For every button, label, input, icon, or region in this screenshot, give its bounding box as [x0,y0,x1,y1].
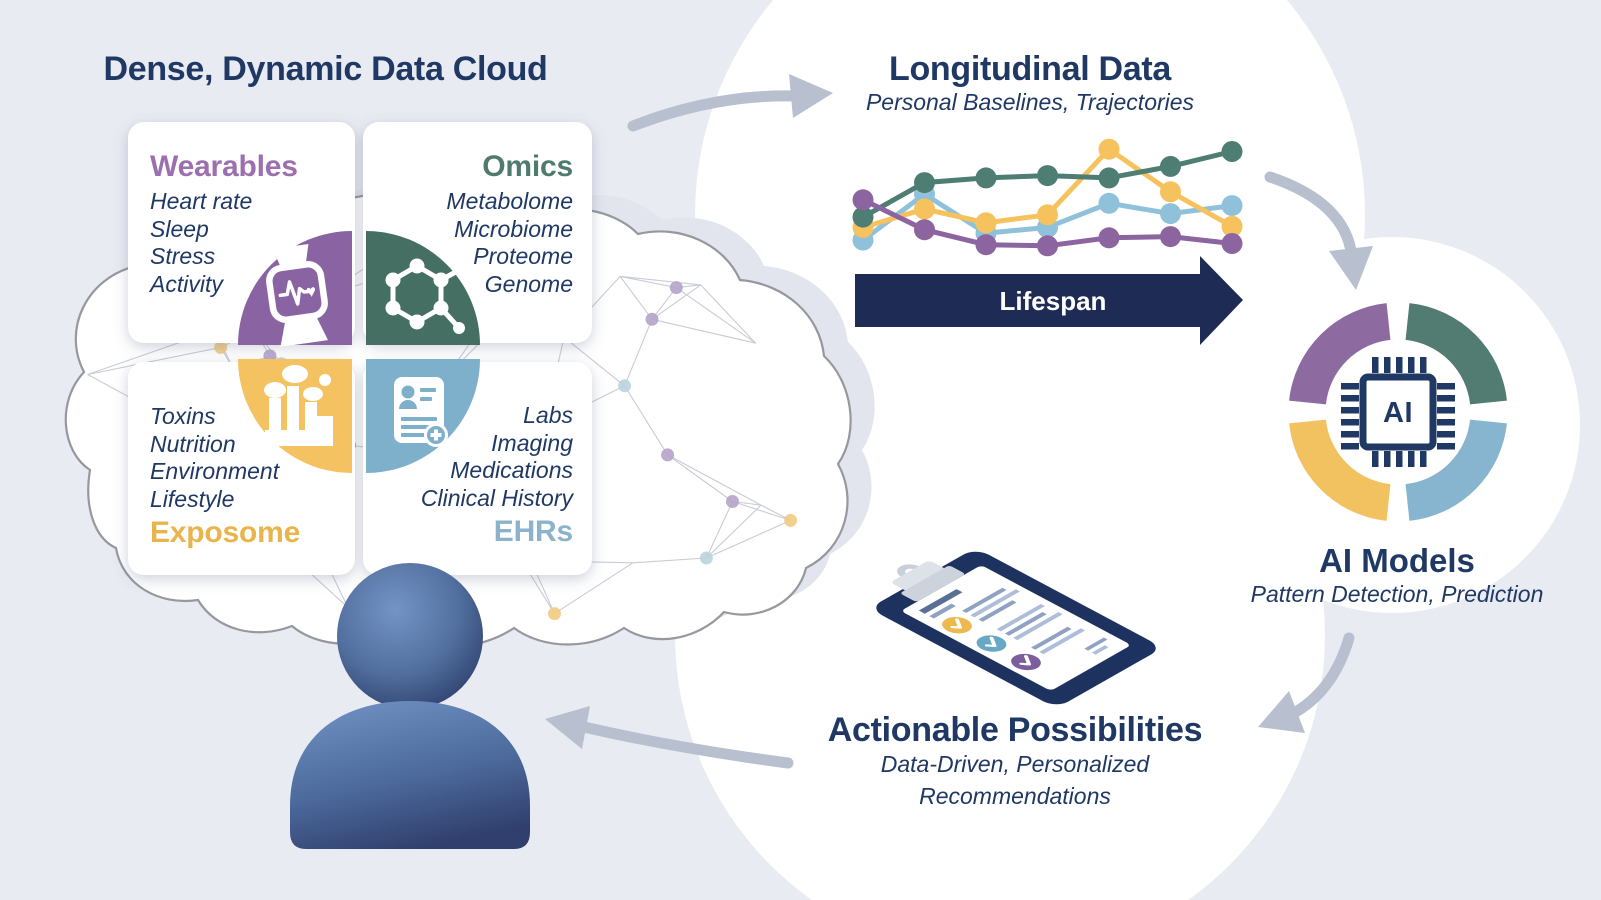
list-item: Genome [484,270,573,297]
data-point [1037,204,1058,226]
list-item: Environment [150,458,280,485]
clipboard-icon [876,551,1156,705]
data-point [914,219,935,241]
exposome-title: Exposome [150,516,301,549]
medical-record-icon [394,377,448,447]
data-point [975,212,997,234]
mesh-node-dot [548,607,561,621]
data-point [914,172,935,194]
ai-models-subtitle: Pattern Detection, Prediction [1250,581,1544,607]
person-icon [290,563,530,849]
data-point [1098,167,1120,189]
list-item: Heart rate [150,188,253,214]
data-point [1160,226,1181,248]
data-point [1037,235,1058,257]
data-point [1098,192,1120,214]
arrow-actionable-to-person [578,721,794,769]
factory-icon [264,365,333,446]
list-item: Stress [150,243,216,270]
list-item: Sleep [150,215,209,242]
actionable-subtitle-line1: Data-Driven, Personalized [880,751,1150,777]
wearables-title: Wearables [150,150,298,183]
data-point [1098,138,1120,160]
mesh-node-dot [214,340,228,354]
data-point [1160,203,1181,225]
data-point [1221,141,1243,162]
mesh-node-dot [669,281,683,295]
molecule-icon [385,258,469,334]
ai-chip-icon [1341,357,1455,467]
list-item: Activity [150,270,223,297]
data-point [852,206,874,228]
ai-ring-teal-segment [1404,303,1507,406]
longitudinal-title: Longitudinal Data [889,50,1171,88]
checklist-item-purple [1011,626,1086,671]
arrow-ai-to-actionable [1286,632,1355,720]
teal-trajectory [852,141,1243,228]
list-item: Clinical History [420,484,573,511]
purple-trajectory [852,189,1243,257]
list-item: Toxins [150,403,216,429]
list-item: Medications [450,457,573,484]
mesh-node-dot [784,513,798,527]
omics-items: Metabolome Microbiome Proteome Genome [373,188,573,298]
list-item: Lifestyle [150,485,235,512]
ai-ring-purple-segment [1289,303,1392,406]
lifespan-axis-label: Lifespan [999,286,1107,316]
list-item: Metabolome [446,188,573,214]
ehrs-items: Labs Imaging Medications Clinical Histor… [373,402,573,512]
svg-text:♥: ♥ [305,281,318,301]
mesh-node-dot [726,495,739,508]
smartwatch-icon: ♥ [266,243,329,347]
arrow-longitudinal-to-ai [1264,171,1358,264]
actionable-subtitle-line2: Recommendations [919,783,1111,809]
mesh-node-dot [661,448,675,462]
data-point [1221,233,1243,254]
longitudinal-subtitle: Personal Baselines, Trajectories [865,89,1195,115]
data-point [1160,181,1181,203]
trajectory-chart [852,138,1243,257]
list-item: Nutrition [150,430,236,457]
actionable-title: Actionable Possibilities [827,711,1203,749]
checklist-item-yellow [942,587,1020,634]
data-point [975,167,997,189]
ai-models-title: AI Models [1319,542,1475,579]
arrow-cloud-to-longitudinal [627,90,801,132]
ai-ring-blue-segment [1404,418,1507,521]
ehrs-title: EHRs [493,515,573,548]
ai-chip-label: AI [1383,397,1413,429]
data-point [914,198,935,220]
data-point [975,234,997,256]
data-point [1221,215,1243,237]
exposome-items: Toxins Nutrition Environment Lifestyle [150,403,340,513]
data-point [1221,195,1243,217]
list-item: Labs [523,402,573,428]
list-item: Microbiome [454,215,573,242]
wearables-petal [238,231,352,345]
mesh-node-dot [645,312,659,326]
data-point [1160,155,1181,177]
checklist-item-blue [976,603,1063,652]
wearables-items: Heart rate Sleep Stress Activity [150,188,340,298]
data-point [1098,227,1120,249]
ai-ring [1289,303,1507,521]
omics-title: Omics [482,150,573,183]
data-cloud-title: Dense, Dynamic Data Cloud [103,50,548,88]
flow-arrows [545,74,1373,769]
data-point [1037,165,1058,187]
ai-ring-gold-segment [1289,418,1392,521]
mesh-node-dot [618,379,632,393]
lifespan-arrow [855,256,1243,345]
data-point [852,189,874,211]
quadrant-petals: ♥ [238,231,480,473]
list-item: Proteome [473,243,573,270]
list-item: Imaging [491,429,573,456]
mesh-node-dot [699,551,713,565]
